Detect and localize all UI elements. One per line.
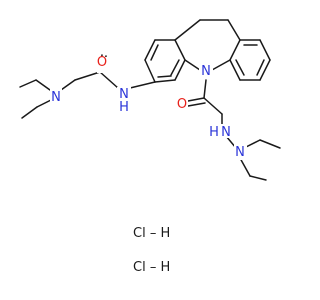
- bond: [144, 39, 156, 61]
- bond: [239, 157, 251, 177]
- bond: [227, 19, 241, 41]
- bond: [211, 59, 231, 71]
- hcl-salt-label: Cl – H: [133, 260, 170, 275]
- label-background: [97, 57, 109, 73]
- bond: [150, 44, 159, 61]
- bond: [235, 59, 245, 76]
- hydrochloride-salts: Cl – H Cl – H: [133, 226, 170, 275]
- bond: [170, 59, 180, 76]
- bond: [187, 102, 206, 107]
- bond: [203, 79, 207, 99]
- azepine-ring-bonds: [184, 59, 231, 71]
- bond: [259, 59, 271, 81]
- bond: [129, 81, 156, 89]
- bond: [21, 106, 38, 119]
- bond: [203, 97, 223, 115]
- bond: [19, 79, 37, 88]
- hydrazine-hydrogen-label: H: [209, 125, 219, 140]
- diethylamino-nitrogen-label: N: [51, 90, 61, 105]
- amide-hydrogen-label: H: [119, 100, 129, 115]
- bond: [174, 39, 186, 61]
- label-background: [199, 62, 213, 79]
- bond: [60, 79, 76, 91]
- atom-labels: O N N H N O H N N: [50, 55, 247, 160]
- hydrazine-nh-nitrogen-label: N: [221, 125, 231, 140]
- label-background: [176, 96, 188, 112]
- bond: [229, 39, 241, 61]
- left-benzene-ring: [144, 39, 186, 83]
- bond: [74, 71, 101, 81]
- bond: [259, 139, 281, 149]
- structure-drawing: O N N H N O H N N Cl – H Cl – H: [19, 19, 281, 275]
- bond: [36, 99, 52, 108]
- label-background: [50, 88, 62, 104]
- hydrazine-nitrogen-label: N: [235, 145, 245, 160]
- bond: [229, 59, 241, 81]
- molecule-diagram: O N N H N O H N N Cl – H Cl – H: [19, 19, 281, 275]
- bond: [184, 59, 201, 71]
- bond: [174, 19, 201, 41]
- label-background: [117, 87, 131, 113]
- bond: [157, 75, 172, 78]
- right-benzene-ring: [229, 39, 271, 81]
- bond: [174, 59, 186, 81]
- bond: [249, 175, 267, 181]
- bond: [259, 39, 271, 61]
- oxygen-atom-label: O: [97, 55, 107, 70]
- label-background: [234, 144, 247, 160]
- bond: [144, 59, 156, 83]
- hcl-salt-label: Cl – H: [133, 226, 170, 241]
- bond: [99, 71, 119, 89]
- bond: [187, 97, 205, 102]
- ethylene-bridge: [174, 19, 241, 41]
- left-side-chain-bonds: [19, 54, 156, 119]
- ring-nitrogen-label: N: [201, 64, 211, 79]
- amide-nitrogen-label: N: [119, 87, 129, 102]
- bond: [35, 79, 51, 91]
- label-background: [208, 124, 236, 138]
- oxygen-atom-label: O: [177, 97, 187, 112]
- bond: [154, 79, 176, 83]
- bond: [256, 59, 265, 76]
